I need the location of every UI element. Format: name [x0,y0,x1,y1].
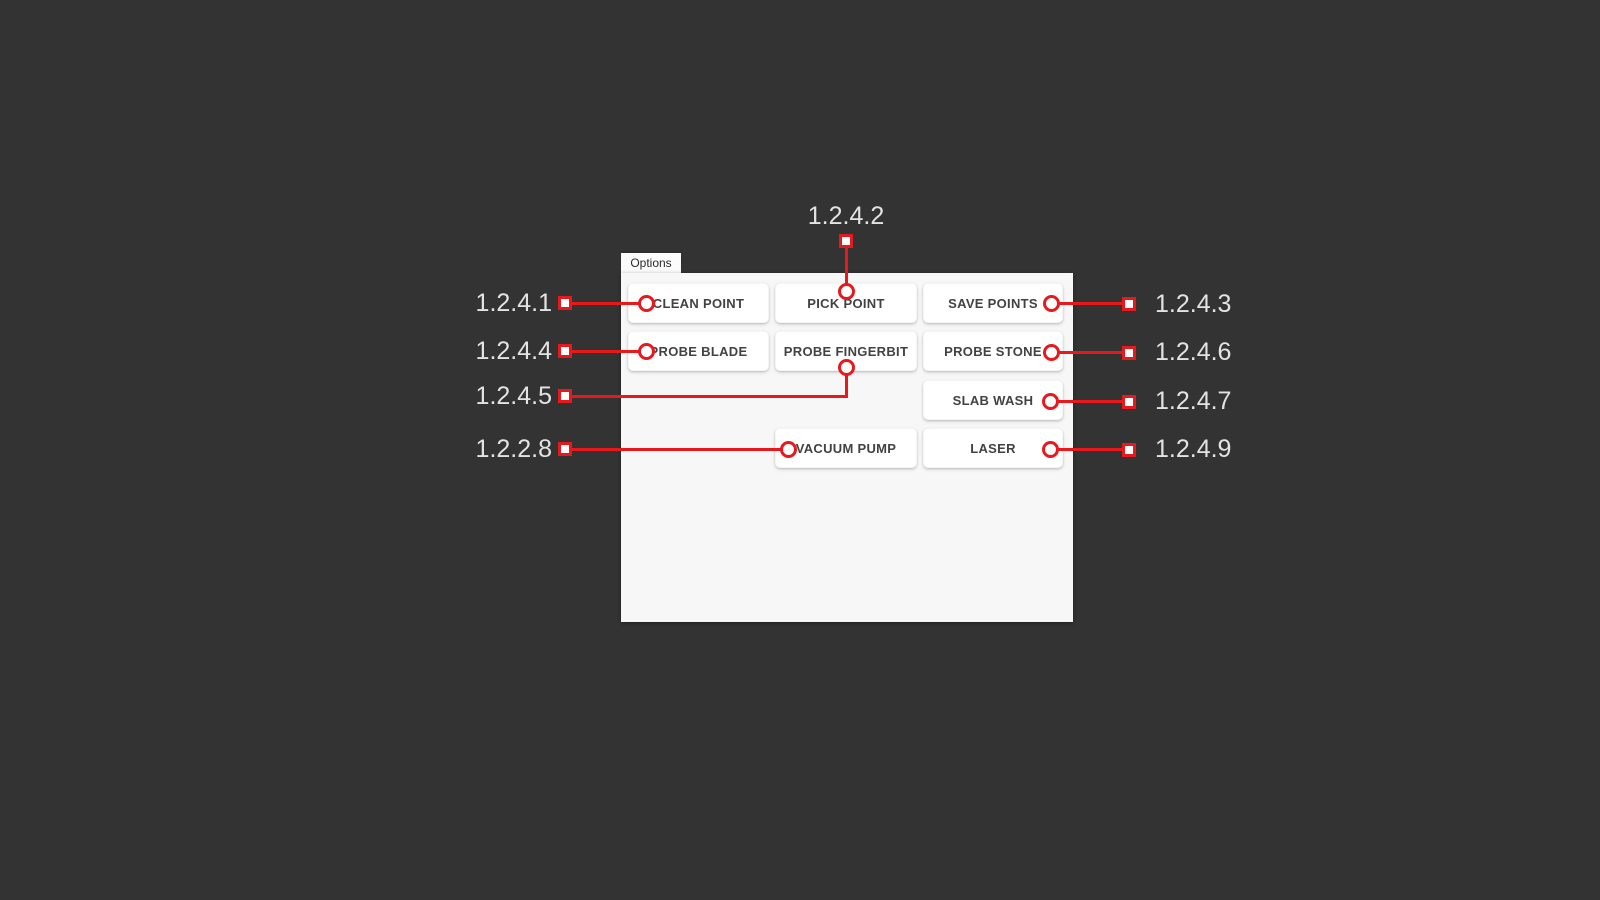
circle-marker [1043,295,1060,312]
square-marker [558,442,572,456]
square-marker [1122,443,1136,457]
circle-marker [638,343,655,360]
save-points-button[interactable]: SAVE POINTS [923,283,1063,323]
callout-line [845,367,848,398]
square-marker [558,389,572,403]
circle-marker [1042,393,1059,410]
callout-label: 1.2.4.5 [475,382,552,410]
circle-marker [638,295,655,312]
callout-line [1051,302,1129,305]
callout-line [565,302,646,305]
callout-label: 1.2.4.7 [1155,387,1232,415]
callout-label: 1.2.4.1 [475,289,552,317]
square-marker [1122,297,1136,311]
callout-label: 1.2.4.3 [1155,290,1232,318]
callout-line [845,241,848,291]
probe-stone-button[interactable]: PROBE STONE [923,331,1063,371]
circle-marker [780,441,797,458]
square-marker [558,296,572,310]
callout-line [565,395,848,398]
circle-marker [838,359,855,376]
square-marker [1122,395,1136,409]
callout-label: 1.2.4.2 [807,202,885,230]
square-marker [839,234,853,248]
options-tab-label: Options [630,256,672,270]
square-marker [1122,346,1136,360]
circle-marker [1042,441,1059,458]
callout-line [1051,400,1129,403]
callout-label: 1.2.4.6 [1155,338,1232,366]
vacuum-pump-button[interactable]: VACUUM PUMP [775,428,917,468]
callout-line [1051,351,1129,354]
options-tab[interactable]: Options [621,253,681,273]
clean-point-button[interactable]: CLEAN POINT [628,283,769,323]
callout-label: 1.2.2.8 [475,435,552,463]
circle-marker [1043,344,1060,361]
circle-marker [838,283,855,300]
laser-button[interactable]: LASER [923,428,1063,468]
callout-label: 1.2.4.4 [475,337,552,365]
callout-line [565,350,646,353]
callout-line [1051,448,1129,451]
callout-line [565,448,788,451]
callout-label: 1.2.4.9 [1155,435,1232,463]
square-marker [558,344,572,358]
